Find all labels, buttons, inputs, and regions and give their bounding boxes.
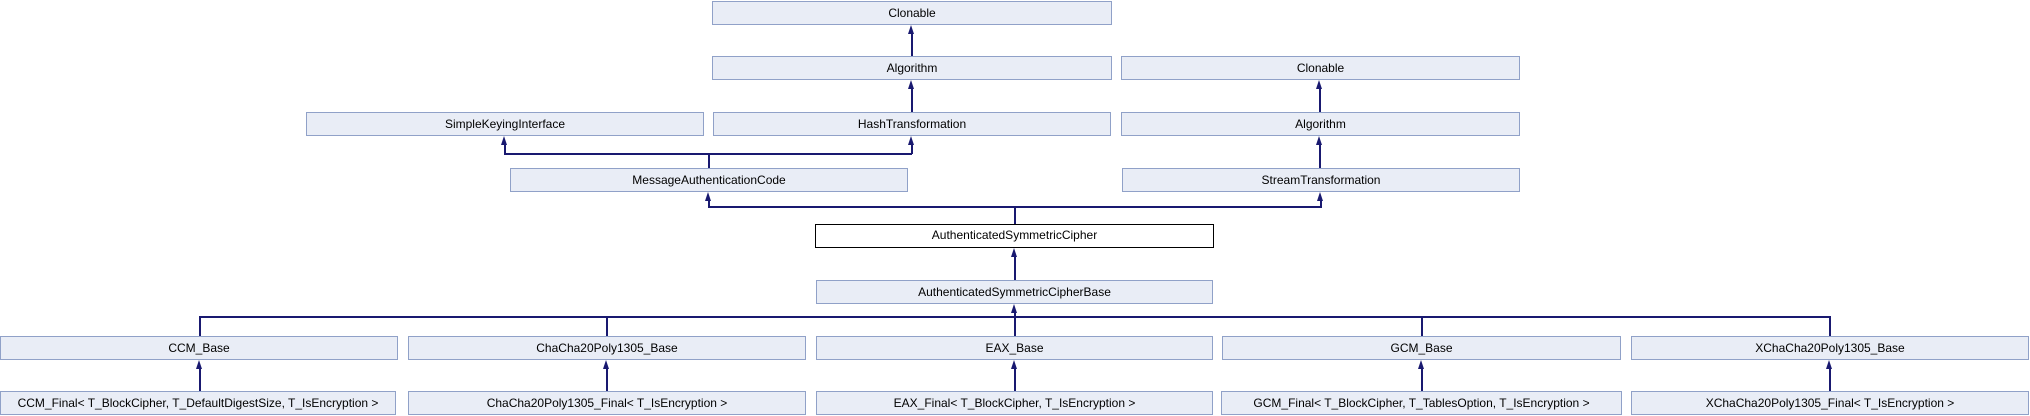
edge-bases-authcipherbase-riser [1014,312,1016,336]
arrowhead-up-icon [196,360,203,369]
class-box-xchacha20poly1305-base[interactable]: XChaCha20Poly1305_Base [1631,336,2029,360]
class-box-ccm-base[interactable]: CCM_Base [0,336,398,360]
class-box-ccm-final[interactable]: CCM_Final< T_BlockCipher, T_DefaultDiges… [0,391,396,415]
arrowhead-up-icon [501,136,508,145]
edge-ccmbase-stub [199,316,201,336]
edge-mac-stub [708,153,710,169]
edge-mac-hashtransformation-riser [911,144,913,154]
edge-hashtransformation-algorithm-line [911,88,913,112]
class-box-eax-final[interactable]: EAX_Final< T_BlockCipher, T_IsEncryption… [816,391,1213,415]
arrowhead-up-icon [908,25,915,34]
arrowhead-up-icon [1418,360,1425,369]
class-box-algorithm-left[interactable]: Algorithm [712,56,1112,80]
arrowhead-up-icon [1011,360,1018,369]
edge-algorithm-clonable-right-line [1319,88,1321,112]
arrowhead-up-icon [705,192,712,201]
class-box-clonable-right[interactable]: Clonable [1121,56,1520,80]
arrowhead-up-icon [1316,136,1323,145]
class-box-eax-base[interactable]: EAX_Base [816,336,1213,360]
arrowhead-up-icon [603,360,610,369]
edge-gcmbase-stub [1421,316,1423,336]
class-box-xchacha20poly1305-final[interactable]: XChaCha20Poly1305_Final< T_IsEncryption … [1631,391,2029,415]
edge-gcmfinal-gcmbase-line [1421,368,1423,391]
edge-xchachafinal-xchachabase-line [1829,368,1831,391]
arrowhead-up-icon [908,136,915,145]
class-box-chacha20poly1305-final[interactable]: ChaCha20Poly1305_Final< T_IsEncryption > [408,391,806,415]
edge-xchachabase-stub [1829,316,1831,336]
edge-authcipher-mac-riser [708,200,710,208]
arrowhead-up-icon [1011,248,1018,257]
arrowhead-up-icon [908,80,915,89]
edge-streamtransformation-algorithm-line [1319,144,1321,168]
arrowhead-up-icon [1011,304,1018,313]
edge-authcipherbase-authcipher-line [1014,256,1016,280]
class-box-chacha20poly1305-base[interactable]: ChaCha20Poly1305_Base [408,336,806,360]
class-box-authenticatedsymmetriccipher: AuthenticatedSymmetricCipher [815,224,1214,248]
class-box-algorithm-right[interactable]: Algorithm [1121,112,1520,136]
edge-authcipher-stub [1014,206,1016,225]
edge-ccmfinal-ccmbase-line [199,368,201,391]
class-box-gcm-final[interactable]: GCM_Final< T_BlockCipher, T_TablesOption… [1221,391,1622,415]
class-box-messageauthenticationcode[interactable]: MessageAuthenticationCode [510,168,908,192]
edge-eaxfinal-eaxbase-line [1014,368,1016,391]
class-box-hashtransformation[interactable]: HashTransformation [713,112,1111,136]
arrowhead-up-icon [1317,192,1324,201]
class-box-streamtransformation[interactable]: StreamTransformation [1122,168,1520,192]
edge-mac-simplekeying-riser [504,144,506,154]
arrowhead-up-icon [1316,80,1323,89]
edge-chachafinal-chachabase-line [606,368,608,391]
edge-authcipher-streamtransformation-riser [1320,200,1322,208]
arrowhead-up-icon [1826,360,1833,369]
edge-chachabase-stub [606,316,608,336]
class-box-authenticatedsymmetriccipherbase[interactable]: AuthenticatedSymmetricCipherBase [816,280,1213,304]
class-box-gcm-base[interactable]: GCM_Base [1222,336,1621,360]
edge-algorithm-clonable-line [911,33,913,56]
class-box-clonable-top[interactable]: Clonable [712,1,1112,25]
class-box-simplekeyinginterface[interactable]: SimpleKeyingInterface [306,112,704,136]
edge-bases-hline [199,316,1831,318]
